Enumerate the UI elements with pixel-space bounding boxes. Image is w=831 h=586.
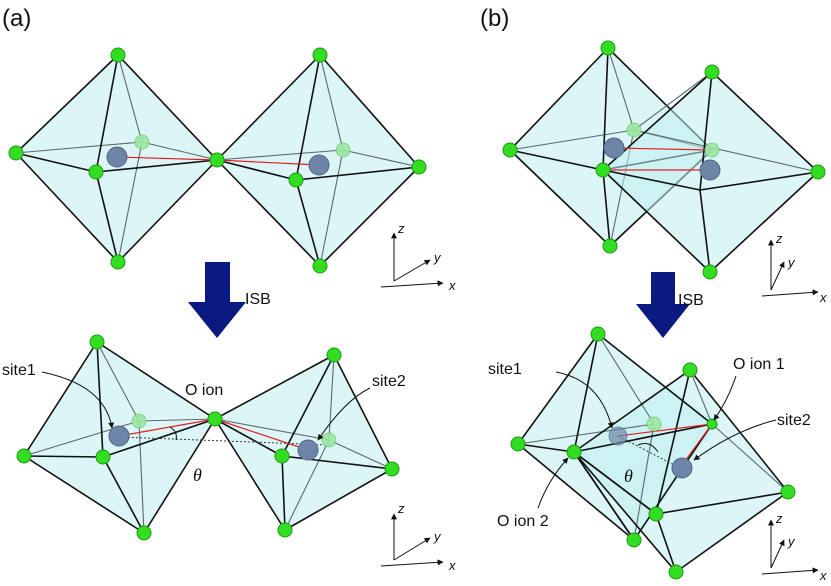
site1-pointer-b [555, 371, 614, 429]
panel-a-bottom-octahedra [16, 334, 400, 541]
axis-x-label: x [448, 558, 456, 573]
site1-pointer-a [41, 371, 115, 429]
axes-b-bottom: z y x [761, 511, 827, 583]
o-ion-2-label: O ion 2 [497, 513, 549, 530]
axis-z-label: z [397, 221, 405, 236]
site2-pointer-a [317, 387, 371, 441]
axis-y-label: y [433, 250, 442, 265]
site2-label-b: site2 [777, 412, 811, 429]
theta-label-a: θ [193, 465, 202, 485]
site2-label-a: site2 [372, 373, 406, 390]
axis-z-label: z [775, 511, 783, 526]
axis-y-label: y [787, 255, 796, 270]
axis-y-label: y [787, 534, 796, 549]
panel-b-top-octahedra [502, 40, 826, 280]
site2-pointer-b [693, 419, 777, 461]
o-ion-2-pointer [537, 457, 569, 509]
panel-b-bottom-octahedra [510, 326, 796, 580]
isb-label-a: ISB [245, 291, 271, 308]
o-ion-1-label: O ion 1 [733, 356, 785, 373]
isb-label-b: ISB [678, 292, 704, 309]
axis-x-label: x [819, 290, 827, 305]
theta-label-b: θ [624, 466, 633, 486]
site1-label-a: site1 [2, 362, 36, 379]
panel-label-b: (b) [480, 5, 509, 32]
isb-arrow-b [636, 272, 690, 338]
isb-arrow-a [188, 262, 246, 338]
axis-z-label: z [775, 231, 783, 246]
axis-x-label: x [448, 278, 456, 293]
o-ion-label-a: O ion [185, 382, 223, 399]
axis-x-label: x [819, 568, 827, 583]
axis-z-label: z [397, 501, 405, 516]
site1-label-b: site1 [488, 361, 522, 378]
panel-a-top-octahedra [8, 47, 427, 274]
axes-b-top: z y x [761, 231, 827, 305]
axes-a-top: z y x [380, 221, 456, 293]
panel-label-a: (a) [2, 5, 31, 32]
axes-a-bottom: z y x [380, 501, 456, 573]
axis-y-label: y [433, 529, 442, 544]
o-ion-1-pointer [713, 375, 737, 421]
